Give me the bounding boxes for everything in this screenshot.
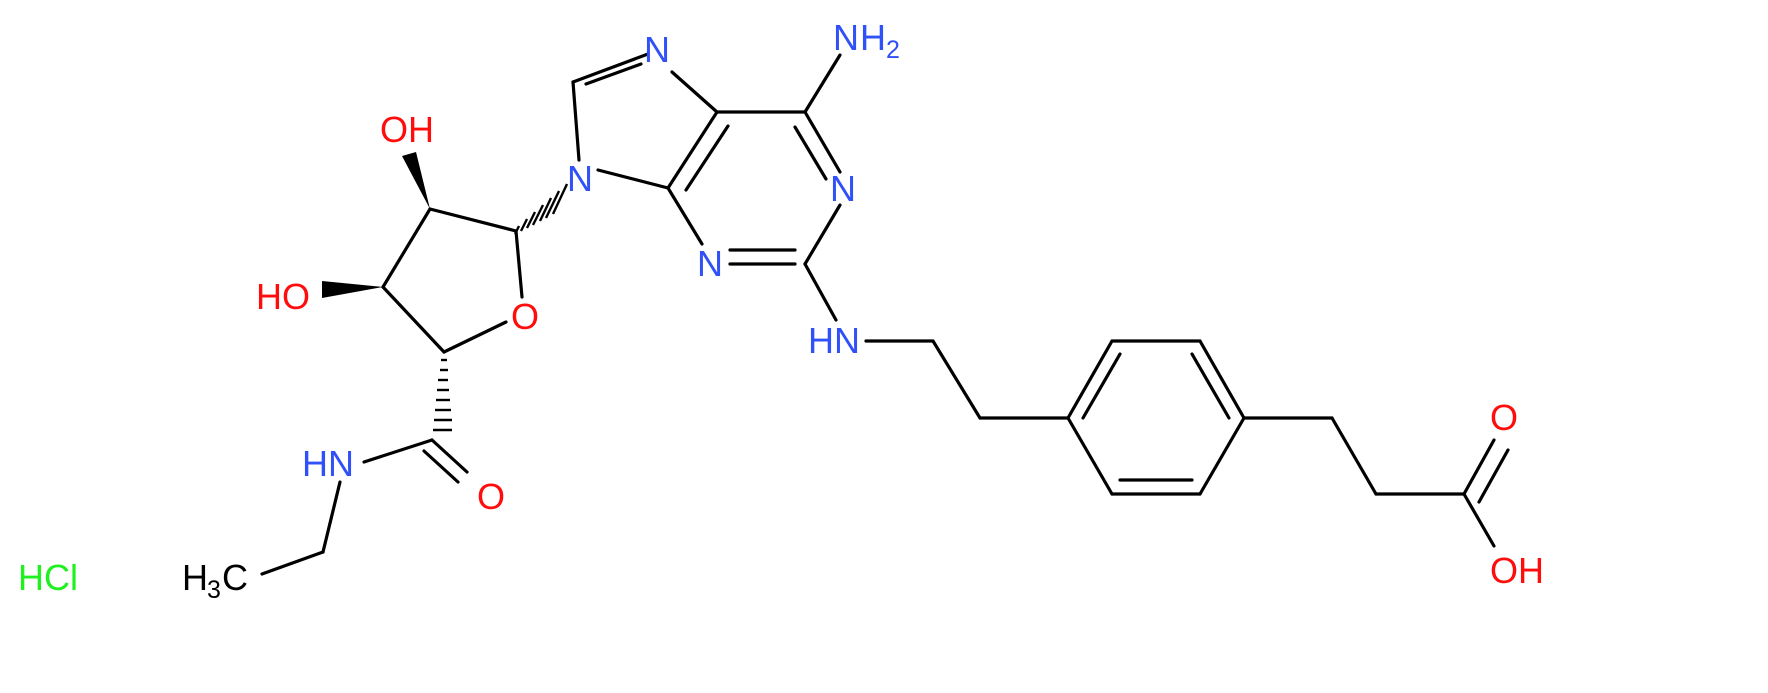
label-oh-left: HO [256,276,310,317]
bond-c4r-o [442,320,508,354]
bond-ethyl-cc [260,550,325,576]
bond-c8-n7 [571,52,650,84]
bond-o-c1 [514,229,524,299]
bond-c8-n7-double [584,62,643,86]
bond-ar-3 [1198,339,1246,420]
label-ethyl-sub: 3 [207,576,221,604]
label-n1: N [830,168,856,209]
bond-c3r-c4r [381,285,446,354]
bond-n1-c2 [803,203,842,266]
bond-ar-6 [1066,416,1114,496]
label-ethyl-c: C [222,557,248,598]
bond-c-o-double [1477,448,1510,504]
bond-c2-nh [803,262,838,322]
bond-c2r-c3r [381,207,432,289]
label-n7: N [644,29,670,70]
bond-c5-c4 [666,110,719,190]
bond-ch2-ch2 [931,339,982,420]
label-amide-o: O [477,476,505,517]
label-amino-sub: 2 [886,36,900,64]
bond-ar-1 [1066,339,1114,420]
label-oh-top: OH [380,109,434,150]
bond-nh-ethyl [321,480,342,554]
wedge-c3r-ho [322,281,383,298]
bond-c8-n9 [571,80,581,162]
bond-ar-4 [1198,416,1246,496]
label-ring-o: O [511,296,539,337]
bond-ar-3-double [1190,352,1231,420]
label-amide-nh: HN [302,443,354,484]
bond-c6-n1 [803,110,842,174]
label-acid-oh: OH [1490,550,1544,591]
bond-c-oh [1462,492,1496,548]
label-acid-o: O [1490,397,1518,438]
bond-amide-co-double [422,449,460,484]
stereo-bonds [322,152,569,432]
label-amino-n: N [833,17,859,58]
bond-ar-1-double [1081,352,1122,420]
atom-labels: N H 2 N N N N HN OH HO O HN O H 3 C O OH… [18,17,1544,604]
hash-c4r-amide [433,358,452,432]
bond-n9-c4 [596,168,670,190]
bonds [260,52,1510,576]
label-amino-h: H [860,17,886,58]
bond-c-o [1462,438,1496,496]
label-hcl: HCl [18,557,78,598]
bond-c6-nh2 [803,53,842,114]
label-n3: N [697,243,723,284]
bond-amide-co [430,438,469,474]
hash-c1-n9 [513,183,569,235]
label-ethyl-h: H [182,557,208,598]
bond-c6-n1-double [793,125,828,181]
wedge-c2r-oh [402,152,430,209]
bond-n3-c4 [666,186,704,246]
bond-n7-c5 [670,70,719,114]
bond-c5-c4-double [684,124,730,192]
label-n9: N [567,158,593,199]
bond-c1-c2r [428,207,518,233]
bond-amide-c-nh [362,438,434,464]
bond-ch2-ch2-acid [1330,416,1378,496]
label-linker-nh: HN [808,320,860,361]
